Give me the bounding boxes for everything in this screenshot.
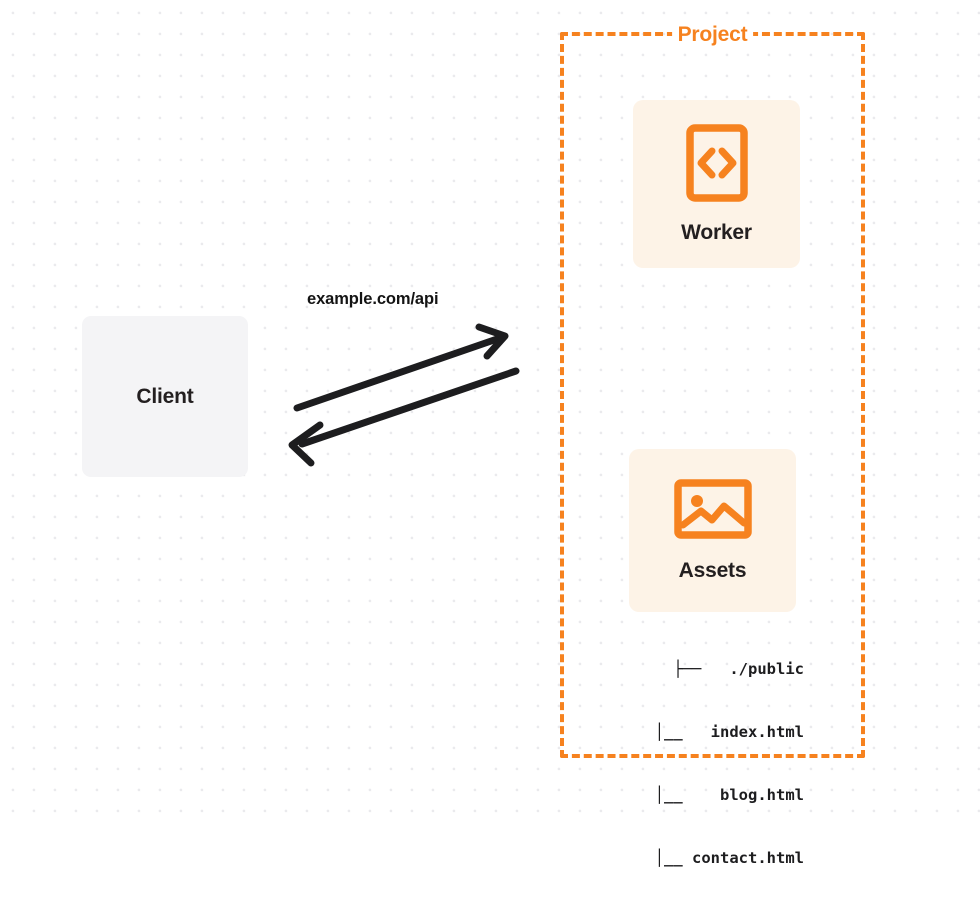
assets-file-tree: ├── ./public │__ index.html │__ blog.htm… — [600, 617, 804, 911]
file-tree-row: │__ index.html — [654, 723, 804, 741]
request-arrow — [293, 323, 509, 412]
worker-card[interactable]: Worker — [633, 100, 800, 268]
client-node[interactable]: Client — [82, 316, 248, 477]
response-arrow — [288, 367, 520, 467]
file-tree-row: │__ contact.html — [654, 849, 804, 867]
project-group-title: Project — [671, 23, 754, 47]
connection-url-label: example.com/api — [307, 290, 439, 308]
file-tree-row: ├── ./public — [673, 660, 804, 678]
diagram-canvas: Client Project Worker Assets ├── ./publi — [0, 0, 980, 867]
assets-card-label: Assets — [678, 559, 747, 582]
image-picture-icon — [673, 478, 752, 545]
code-brackets-icon — [685, 123, 748, 207]
file-tree-row: │__ blog.html — [654, 786, 804, 804]
worker-card-label: Worker — [681, 220, 752, 244]
project-group-boundary: Project — [560, 23, 865, 758]
client-node-label: Client — [136, 384, 194, 408]
assets-card[interactable]: Assets — [629, 449, 796, 612]
